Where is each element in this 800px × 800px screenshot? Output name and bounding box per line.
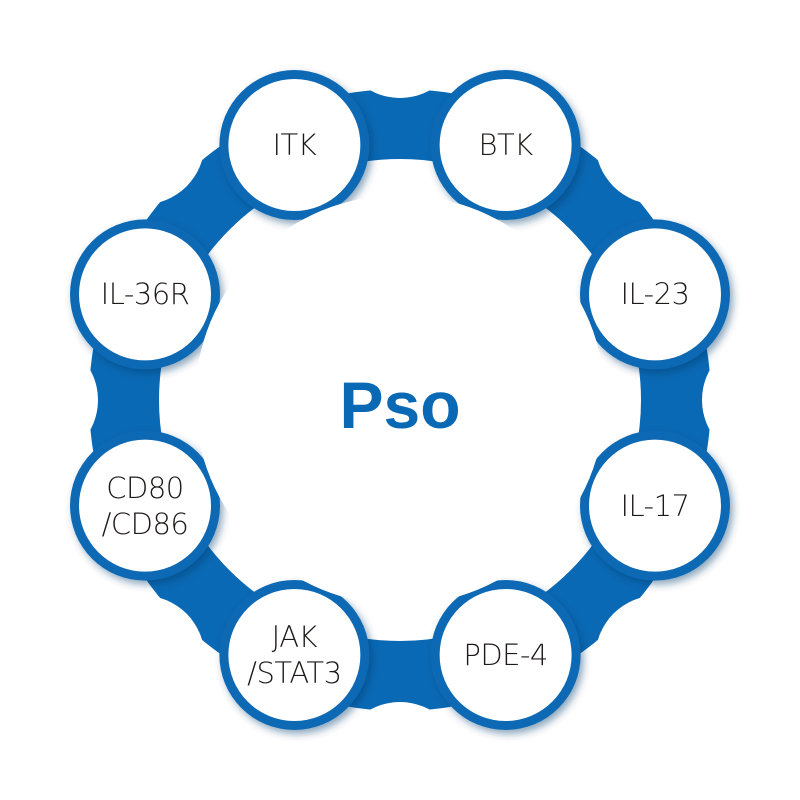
node-label-line: ITK <box>272 128 317 162</box>
node-pde4: PDE-4 <box>441 590 571 720</box>
node-faces <box>79 79 721 721</box>
center-disk <box>195 195 605 605</box>
ring-band <box>89 89 711 711</box>
node-itk: ITK <box>229 80 359 210</box>
node-label-line: JAK <box>271 619 318 654</box>
node-il17: IL-17 <box>590 441 720 571</box>
node-label-line: IL-23 <box>620 277 690 312</box>
node-btk: BTK <box>441 80 571 210</box>
node-cd80-cd86: CD80 /CD86 <box>80 441 210 571</box>
node-label-line: /CD86 <box>101 506 189 541</box>
node-label-line: IL-17 <box>620 488 690 523</box>
node-il23: IL-23 <box>590 229 720 359</box>
node-jak-stat3: JAK /STAT3 <box>229 590 359 720</box>
node-label-line: PDE-4 <box>463 637 548 672</box>
center-title: Pso <box>339 368 461 442</box>
node-il36r: IL-36R <box>80 229 210 359</box>
node-label-line: IL-36R <box>100 277 190 312</box>
node-label-line: BTK <box>478 128 533 162</box>
node-label-line: CD80 <box>106 470 184 505</box>
node-label-line: /STAT3 <box>247 655 342 690</box>
